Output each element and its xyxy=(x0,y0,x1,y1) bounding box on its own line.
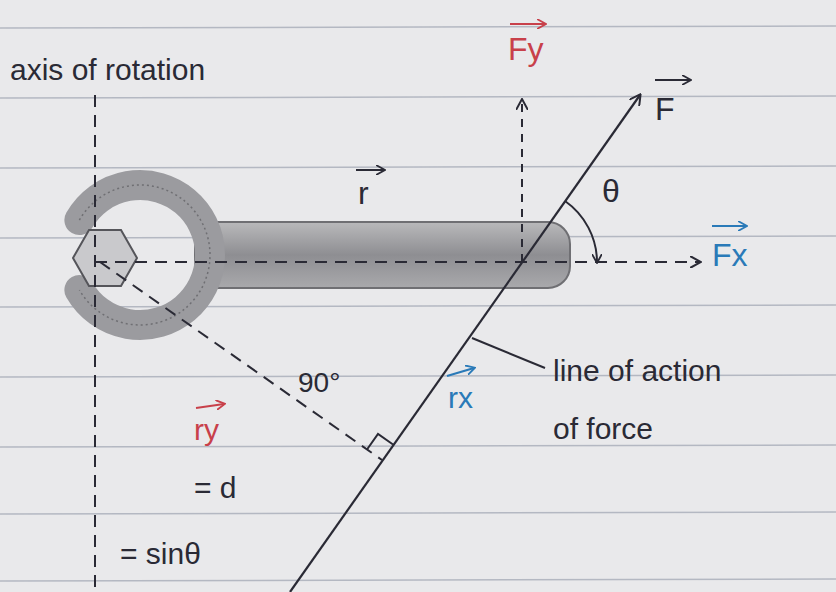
angle-label: θ xyxy=(602,172,620,210)
ry-label: ry xyxy=(194,412,219,448)
right-angle-mark xyxy=(367,434,393,450)
hex-nut xyxy=(73,230,137,286)
line-of-action-label: line of action of force xyxy=(553,342,743,458)
force-y-label: Fy xyxy=(508,30,544,68)
axis-label: axis of rotation xyxy=(10,52,205,88)
fy-component xyxy=(521,100,523,262)
wrench xyxy=(73,185,570,325)
sine-label: = sinθ xyxy=(120,536,201,572)
rotation-axis xyxy=(94,95,96,592)
force-line xyxy=(290,95,640,592)
right-angle-label: 90° xyxy=(298,366,340,400)
radius-label: r xyxy=(358,174,369,212)
fx-component xyxy=(95,261,700,263)
angle-arc xyxy=(565,201,597,262)
leader-line xyxy=(472,338,545,368)
rx-label: rx xyxy=(448,380,473,416)
distance-label: = d xyxy=(194,470,237,506)
vector-overarrows xyxy=(196,24,746,408)
force-label: F xyxy=(655,90,675,128)
force-x-label: Fx xyxy=(712,236,748,274)
perpendicular-distance xyxy=(100,262,382,460)
notebook-rules xyxy=(0,26,836,581)
